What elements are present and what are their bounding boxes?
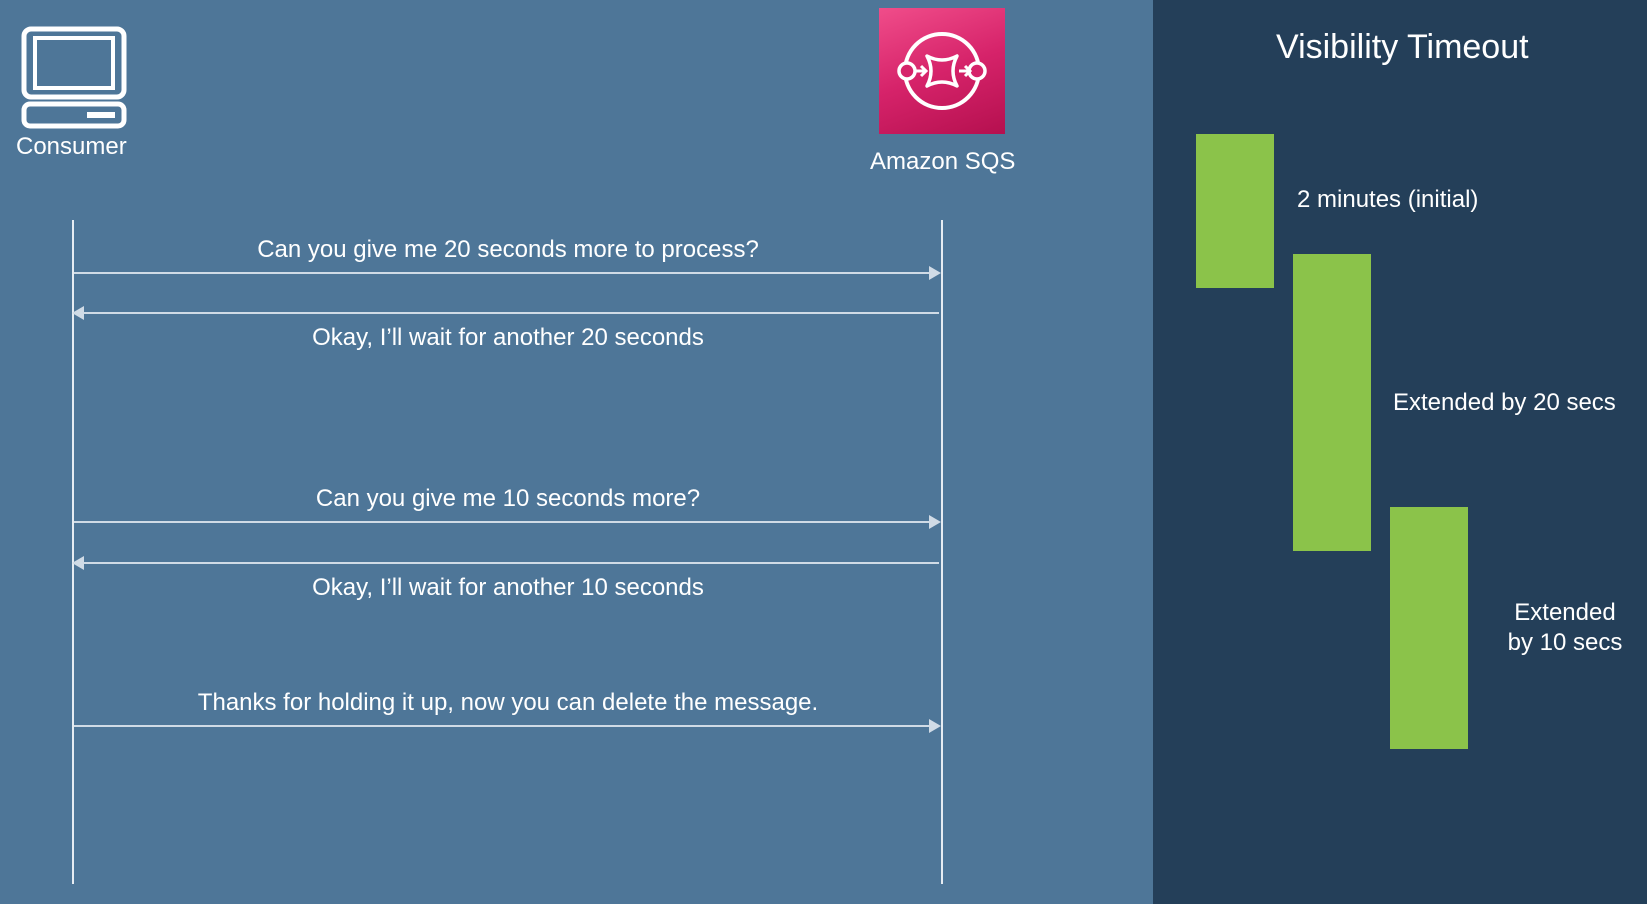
- message-1-label: Can you give me 20 seconds more to proce…: [257, 236, 759, 263]
- timeout-label-extended-10-line1: Extended: [1514, 599, 1616, 626]
- sqs-queue-icon: [897, 32, 987, 110]
- message-4-label: Okay, I’ll wait for another 10 seconds: [312, 574, 704, 601]
- timeout-bar-extended-20: [1293, 254, 1371, 551]
- timeout-bar-initial: [1196, 134, 1274, 288]
- timeout-label-extended-10: Extended by 10 secs: [1498, 598, 1632, 658]
- message-3-label: Can you give me 10 seconds more?: [315, 485, 701, 512]
- visibility-timeout-title: Visibility Timeout: [1276, 28, 1529, 66]
- timeout-label-extended-20: Extended by 20 secs: [1393, 389, 1616, 416]
- timeout-label-extended-10-line2: by 10 secs: [1507, 629, 1623, 656]
- consumer-label: Consumer: [16, 133, 127, 160]
- sequence-diagram-panel: [0, 0, 1153, 904]
- consumer-lifeline: [72, 220, 74, 884]
- timeout-bar-extended-10: [1390, 507, 1468, 749]
- message-5-arrow: [74, 719, 941, 733]
- sqs-service-tile: [879, 8, 1005, 134]
- message-3-arrow: [74, 515, 941, 529]
- sqs-lifeline: [941, 220, 943, 884]
- computer-icon: [21, 26, 127, 129]
- sqs-label: Amazon SQS: [870, 148, 1016, 175]
- message-2-arrow: [72, 306, 939, 320]
- message-5-label: Thanks for holding it up, now you can de…: [197, 689, 819, 716]
- message-2-label: Okay, I’ll wait for another 20 seconds: [312, 324, 704, 351]
- message-1-arrow: [74, 266, 941, 280]
- message-4-arrow: [72, 556, 939, 570]
- timeout-label-initial: 2 minutes (initial): [1297, 186, 1479, 213]
